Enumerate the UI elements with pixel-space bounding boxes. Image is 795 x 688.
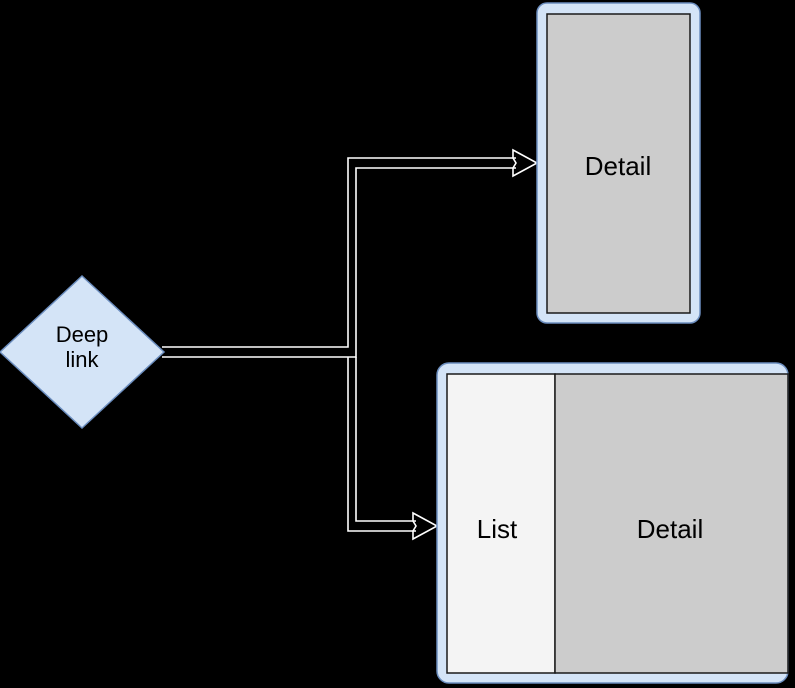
node-deep-link[interactable] [0,274,166,430]
tablet-detail-panel [554,373,789,674]
phone-screen-detail-panel [546,13,691,314]
tablet-list-panel [446,373,556,674]
node-tablet-list-detail[interactable] [436,362,789,684]
node-phone-detail[interactable] [536,2,701,324]
connector-deeplink-to-phone [162,148,539,358]
connector-deeplink-to-tablet [347,357,439,541]
